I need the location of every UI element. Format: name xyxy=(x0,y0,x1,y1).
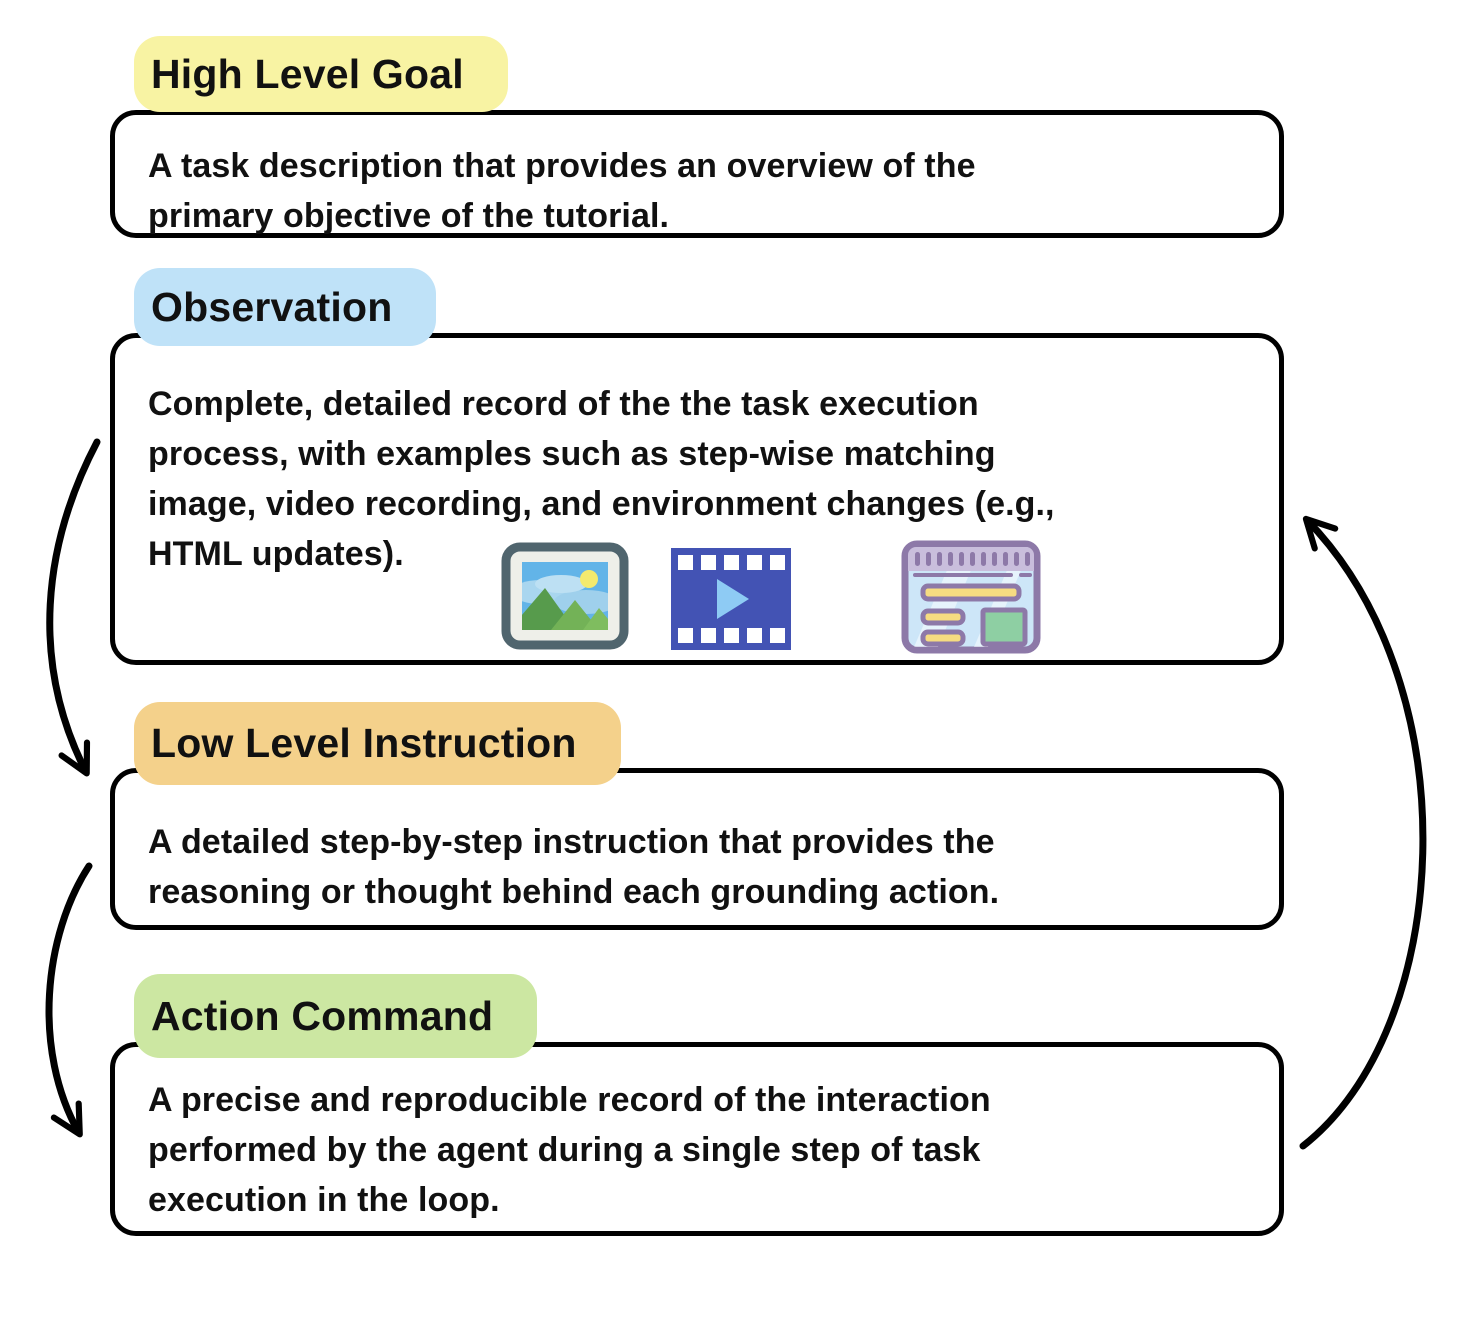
high-level-goal-box: A task description that provides an over… xyxy=(110,110,1284,238)
low-level-instruction-label: Low Level Instruction xyxy=(134,702,621,785)
high-level-goal-description: A task description that provides an over… xyxy=(148,147,976,235)
arrow-instruction-to-action xyxy=(45,862,93,1138)
action-command-label: Action Command xyxy=(134,974,538,1058)
video-icon xyxy=(671,548,791,650)
observation-description: Complete, detailed record of the the tas… xyxy=(148,385,1055,573)
low-level-instruction-description: A detailed step-by-step instruction that… xyxy=(148,823,1000,911)
high-level-goal-label: High Level Goal xyxy=(134,36,508,112)
action-command-box: A precise and reproducible record of the… xyxy=(110,1042,1284,1236)
low-level-instruction-box: A detailed step-by-step instruction that… xyxy=(110,768,1284,930)
arrow-observation-to-instruction xyxy=(46,438,101,777)
image-icon xyxy=(501,542,629,650)
webpage-icon xyxy=(901,540,1041,654)
arrow-action-to-observation xyxy=(1299,515,1427,1150)
observation-box: Complete, detailed record of the the tas… xyxy=(110,333,1284,665)
action-command-description: A precise and reproducible record of the… xyxy=(148,1081,991,1219)
observation-label: Observation xyxy=(134,268,437,346)
